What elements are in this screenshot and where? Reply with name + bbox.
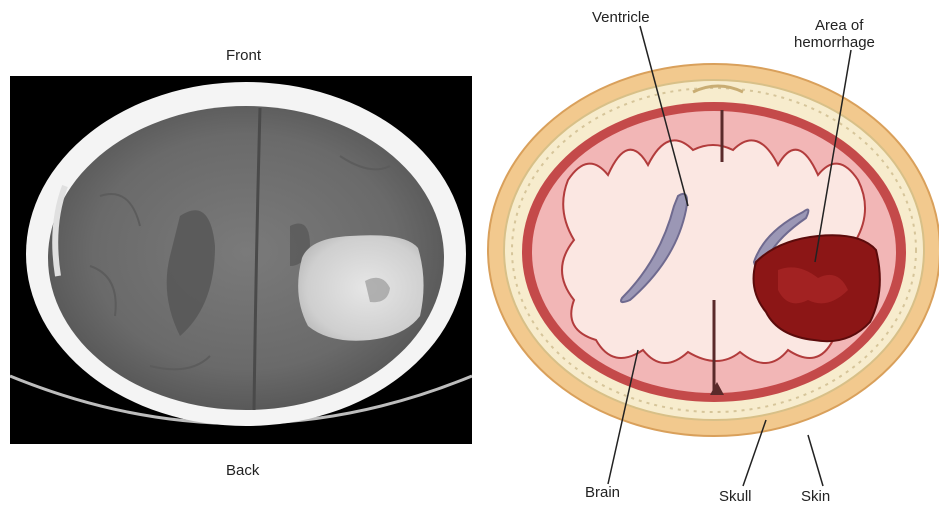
ct-label-front: Front	[226, 48, 261, 64]
label-hemorrhage-line1: Area of	[815, 18, 863, 34]
label-ventricle: Ventricle	[592, 10, 650, 26]
ct-hemorrhage	[298, 235, 423, 341]
label-brain: Brain	[585, 485, 620, 501]
ct-label-back: Back	[226, 463, 259, 479]
label-hemorrhage-line2: hemorrhage	[794, 35, 875, 51]
label-skull: Skull	[719, 489, 752, 505]
ct-scan-image	[10, 76, 472, 444]
label-skin: Skin	[801, 489, 830, 505]
brain-diagram	[478, 0, 939, 506]
leader-skin	[808, 435, 823, 486]
